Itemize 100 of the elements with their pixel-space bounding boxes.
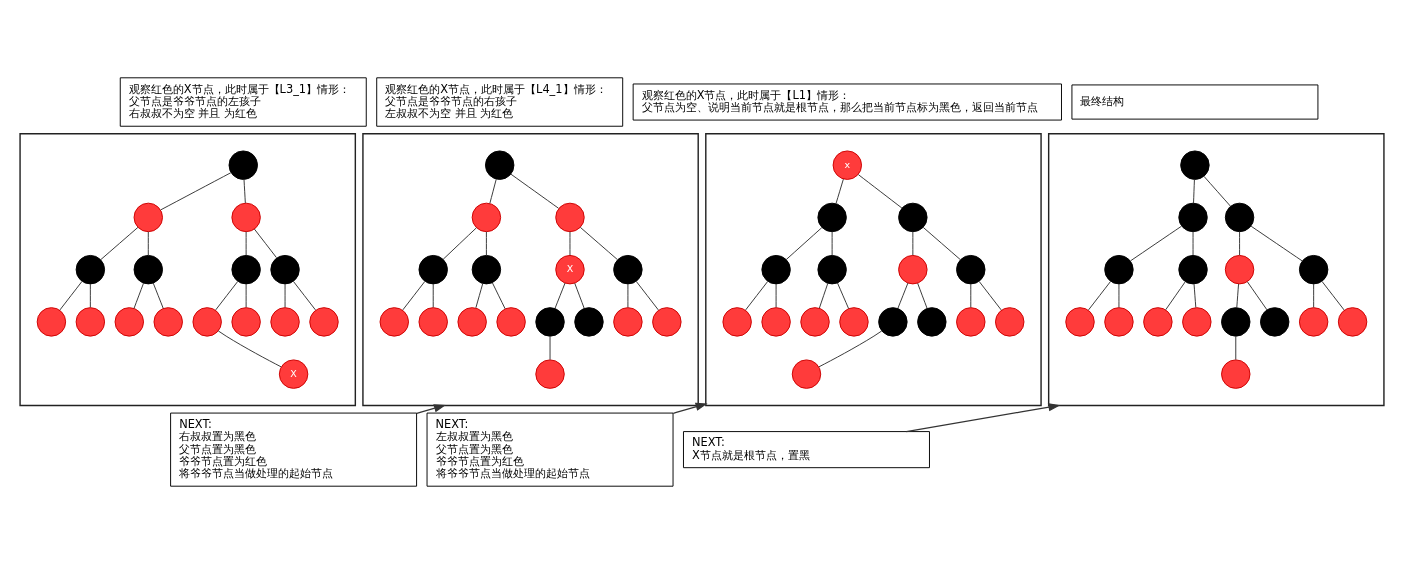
connector — [922, 226, 961, 260]
cluster — [705, 133, 1042, 407]
node-box: NEXT: 左叔叔置为黑色 父节点置为黑色 爷爷节点置为红色 将爷爷节点当做处理的起始节点 — [426, 412, 674, 487]
cluster — [1047, 133, 1385, 407]
connector — [1129, 225, 1182, 262]
node-circle — [1143, 307, 1173, 337]
node-circle — [1178, 202, 1208, 233]
node-circle — [1221, 359, 1251, 389]
node-circle — [535, 359, 565, 389]
node-circle — [1260, 307, 1290, 337]
connector — [549, 335, 551, 361]
node-circle — [75, 254, 106, 285]
node-circle — [917, 307, 947, 337]
node-box: 观察红色的X节点，此时属于【L4_1】情形： 父节点是爷爷节点的右孩子 左叔叔不为空 并且 为红色 — [376, 77, 624, 127]
connector — [574, 282, 585, 309]
connector — [1118, 283, 1120, 308]
connector — [818, 282, 829, 309]
connector — [831, 231, 833, 256]
node-circle — [652, 307, 682, 337]
connector — [489, 178, 497, 204]
node-circle — [1180, 150, 1210, 180]
node-circle — [555, 202, 585, 233]
connector — [217, 330, 282, 368]
node-circle — [839, 307, 869, 337]
connector — [1203, 175, 1232, 207]
connector — [1250, 225, 1303, 262]
connector — [627, 283, 629, 308]
connector — [785, 227, 823, 260]
node-circle — [231, 202, 261, 233]
connector — [245, 283, 247, 308]
connector — [554, 282, 566, 309]
node-circle — [133, 202, 163, 233]
cluster — [19, 133, 357, 407]
node-circle — [228, 150, 258, 180]
connector — [510, 173, 559, 209]
node-circle — [817, 254, 847, 285]
connector — [245, 231, 247, 256]
connector — [1321, 280, 1345, 311]
node-circle — [270, 307, 300, 337]
connector — [1235, 335, 1237, 361]
node-circle — [898, 254, 928, 285]
node-circle — [613, 307, 643, 337]
node-box: 观察红色的X节点，此时属于【L1】情形： 父节点为空、说明当前节点就是根节点，那么把当前节点标为黑色，返回当前节点 — [632, 83, 1062, 121]
connector — [215, 280, 239, 311]
connector — [1193, 179, 1195, 204]
node-circle — [153, 307, 183, 337]
connector — [160, 172, 232, 211]
connector — [491, 282, 506, 310]
node-circle — [1298, 307, 1329, 337]
connector — [978, 280, 1002, 311]
connector — [152, 282, 164, 309]
node-circle — [1224, 202, 1255, 233]
node-circle — [791, 359, 822, 389]
node-circle — [36, 307, 67, 337]
connector — [635, 280, 659, 311]
node-circle — [418, 307, 448, 337]
node-circle — [817, 202, 847, 233]
node-circle — [114, 307, 144, 337]
node-box: NEXT: X节点就是根节点，置黑 — [683, 431, 930, 469]
node-circle — [192, 307, 222, 337]
node-circle — [800, 307, 830, 337]
connector — [1165, 281, 1186, 311]
connector — [59, 280, 83, 311]
connector — [912, 231, 914, 256]
connector — [432, 283, 434, 308]
connector — [442, 227, 477, 260]
node-circle — [471, 254, 502, 285]
node-circle — [496, 307, 526, 337]
node-circle — [1178, 254, 1208, 285]
node-circle: x — [832, 150, 863, 180]
node-circle — [457, 307, 487, 337]
connector — [1088, 280, 1112, 311]
node-box: 最终结构 — [1071, 84, 1319, 120]
node-circle — [379, 307, 409, 337]
node-circle — [898, 202, 928, 233]
node-circle — [231, 254, 261, 285]
connector — [89, 283, 91, 308]
node-circle — [878, 307, 908, 337]
node-circle: X — [278, 359, 309, 389]
connector — [147, 231, 149, 256]
node-circle — [613, 254, 643, 285]
connector — [100, 226, 139, 260]
node-circle — [471, 202, 502, 233]
node-circle: X — [555, 254, 585, 285]
connector — [253, 228, 277, 259]
connector — [970, 283, 972, 308]
connector — [1192, 231, 1194, 256]
arrow — [672, 402, 708, 414]
node-circle — [1298, 254, 1329, 285]
connector — [133, 282, 144, 309]
connector — [243, 179, 246, 204]
node-circle — [231, 307, 261, 337]
node-circle — [418, 254, 448, 285]
node-circle — [535, 307, 565, 337]
connector — [402, 280, 426, 311]
node-box: NEXT: 右叔叔置为黑色 父节点置为黑色 爷爷节点置为红色 将爷爷节点当做处理的起始节点 — [170, 412, 418, 487]
node-circle — [309, 307, 339, 337]
connector — [292, 280, 316, 311]
node-circle — [761, 254, 791, 285]
node-circle — [1065, 307, 1095, 337]
